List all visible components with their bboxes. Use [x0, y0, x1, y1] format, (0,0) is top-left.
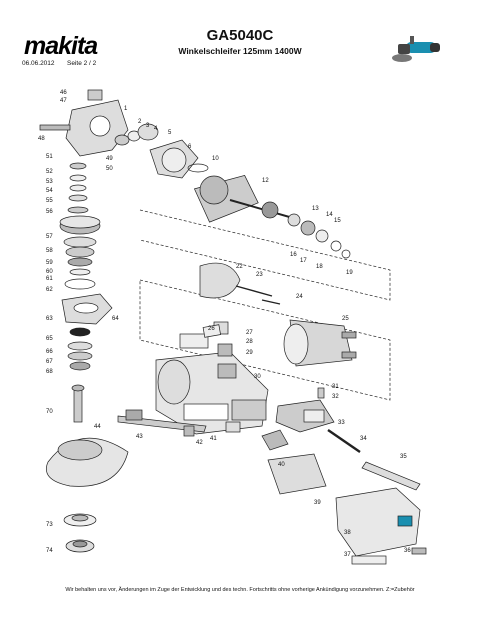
brand-wordmark: makita	[24, 32, 98, 60]
callout-58: 58	[46, 248, 53, 254]
callout-46: 46	[60, 90, 67, 96]
callout-60: 60	[46, 269, 53, 275]
callout-64: 64	[112, 316, 119, 322]
callout-42: 42	[196, 440, 203, 446]
callout-14: 14	[326, 212, 333, 218]
callout-13: 13	[312, 206, 319, 212]
document-date: 06.06.2012	[22, 60, 55, 67]
callout-2: 2	[138, 119, 142, 125]
callout-35: 35	[400, 454, 407, 460]
callout-24: 24	[296, 294, 303, 300]
callout-51: 51	[46, 154, 53, 160]
callout-47: 47	[60, 98, 67, 104]
callout-37: 37	[344, 552, 351, 558]
callout-34: 34	[360, 436, 367, 442]
callout-27: 27	[246, 330, 253, 336]
callout-6: 6	[188, 144, 192, 150]
callout-73: 73	[46, 522, 53, 528]
callout-70: 70	[46, 409, 53, 415]
callout-49: 49	[106, 156, 113, 162]
callout-22: 22	[236, 264, 243, 270]
callout-55: 55	[46, 198, 53, 204]
callout-61: 61	[46, 276, 53, 282]
makita-logo: makita	[22, 30, 118, 60]
callout-66: 66	[46, 349, 53, 355]
callout-38: 38	[344, 530, 351, 536]
callout-29: 29	[246, 350, 253, 356]
callout-33: 33	[338, 420, 345, 426]
callout-62: 62	[46, 287, 53, 293]
callout-41: 41	[210, 436, 217, 442]
document-title: Winkelschleifer 125mm 1400W	[178, 46, 302, 56]
callout-59: 59	[46, 260, 53, 266]
callout-25: 25	[342, 316, 349, 322]
callout-28: 28	[246, 339, 253, 345]
callout-52: 52	[46, 169, 53, 175]
callout-65: 65	[46, 336, 53, 342]
product-thumbnail	[392, 36, 440, 62]
callout-26: 26	[208, 326, 215, 332]
callout-31: 31	[332, 384, 339, 390]
callout-36: 36	[404, 548, 411, 554]
callout-18: 18	[316, 264, 323, 270]
exploded-parts-diagram: 1 2 3 4 5 6 10 12 13 14 15 16 17 18 19 2…	[38, 89, 427, 565]
callout-10: 10	[212, 156, 219, 162]
callout-19: 19	[346, 270, 353, 276]
legal-footer: Wir behalten uns vor, Änderungen im Zuge…	[65, 587, 415, 593]
callout-63: 63	[46, 316, 53, 322]
callout-56: 56	[46, 209, 53, 215]
callout-54: 54	[46, 188, 53, 194]
page-number: Seite 2 / 2	[67, 60, 97, 67]
callout-12: 12	[262, 178, 269, 184]
callout-68: 68	[46, 369, 53, 375]
callout-1: 1	[124, 106, 128, 112]
callout-50: 50	[106, 166, 113, 172]
model-number: GA5040C	[206, 27, 274, 44]
callout-23: 23	[256, 272, 263, 278]
callout-15: 15	[334, 218, 341, 224]
callout-16: 16	[290, 252, 297, 258]
callout-67: 67	[46, 359, 53, 365]
callout-39: 39	[314, 500, 321, 506]
callout-17: 17	[300, 258, 307, 264]
callout-4: 4	[154, 126, 158, 132]
callout-30: 30	[254, 374, 261, 380]
callout-57: 57	[46, 234, 53, 240]
callout-44: 44	[94, 424, 101, 430]
callout-40: 40	[278, 462, 285, 468]
callout-3: 3	[146, 123, 150, 129]
callout-43: 43	[136, 434, 143, 440]
callout-53: 53	[46, 179, 53, 185]
callout-74: 74	[46, 548, 53, 554]
callout-32: 32	[332, 394, 339, 400]
callout-48: 48	[38, 136, 45, 142]
callout-5: 5	[168, 130, 172, 136]
